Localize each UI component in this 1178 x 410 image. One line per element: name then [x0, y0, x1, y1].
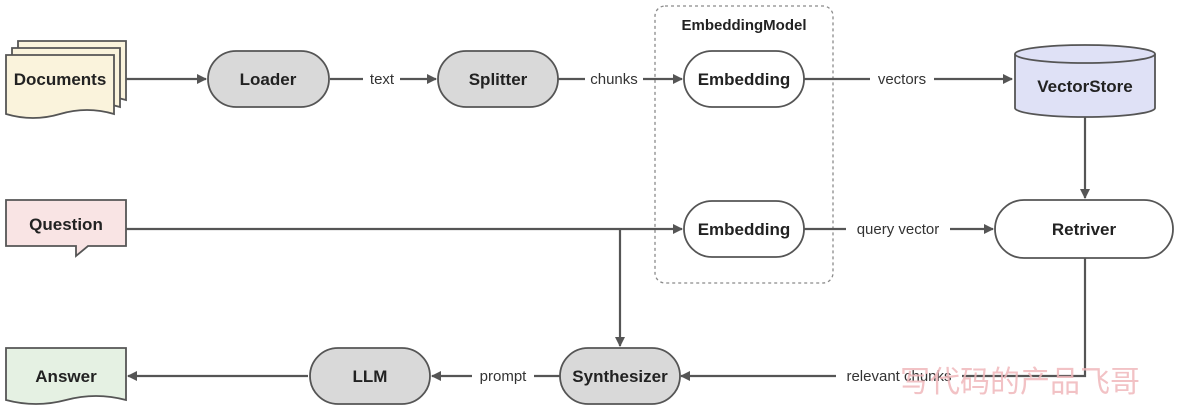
documents-label: Documents: [14, 70, 107, 89]
loader-label: Loader: [240, 70, 297, 89]
edge-label-text: text: [370, 71, 395, 88]
embedding-mid-node: Embedding: [683, 200, 805, 258]
embedding-model-group: EmbeddingModel: [654, 5, 834, 284]
edge-label-relevant-chunks: relevant chunks: [846, 368, 951, 385]
question-label: Question: [29, 215, 103, 234]
splitter-label: Splitter: [469, 70, 528, 89]
llm-node: LLM: [309, 347, 431, 405]
edge-label-prompt: prompt: [480, 368, 528, 385]
synthesizer-label: Synthesizer: [572, 367, 668, 386]
answer-node: Answer: [5, 347, 127, 405]
llm-label: LLM: [353, 367, 388, 386]
embedding-mid-label: Embedding: [698, 220, 791, 239]
embedding-top-label: Embedding: [698, 70, 791, 89]
question-node: Question: [5, 199, 127, 258]
edge-retriever-relevant: [962, 258, 1087, 378]
vectorstore-node: VectorStore: [1014, 44, 1156, 118]
documents-node: Documents: [5, 40, 127, 119]
edge-label-vectors: vectors: [878, 71, 926, 88]
edge-label-chunks: chunks: [590, 71, 638, 88]
retriever-label: Retriver: [1052, 220, 1117, 239]
answer-label: Answer: [35, 367, 97, 386]
synthesizer-node: Synthesizer: [559, 347, 681, 405]
embedding-top-node: Embedding: [683, 50, 805, 108]
vectorstore-label: VectorStore: [1037, 77, 1132, 96]
splitter-node: Splitter: [437, 50, 559, 108]
loader-node: Loader: [207, 50, 330, 108]
edge-label-query-vector: query vector: [857, 221, 940, 238]
watermark-text: 写代码的产品飞哥: [900, 365, 1140, 400]
retriever-node: Retriver: [994, 199, 1174, 259]
embedding-model-label: EmbeddingModel: [682, 17, 807, 34]
